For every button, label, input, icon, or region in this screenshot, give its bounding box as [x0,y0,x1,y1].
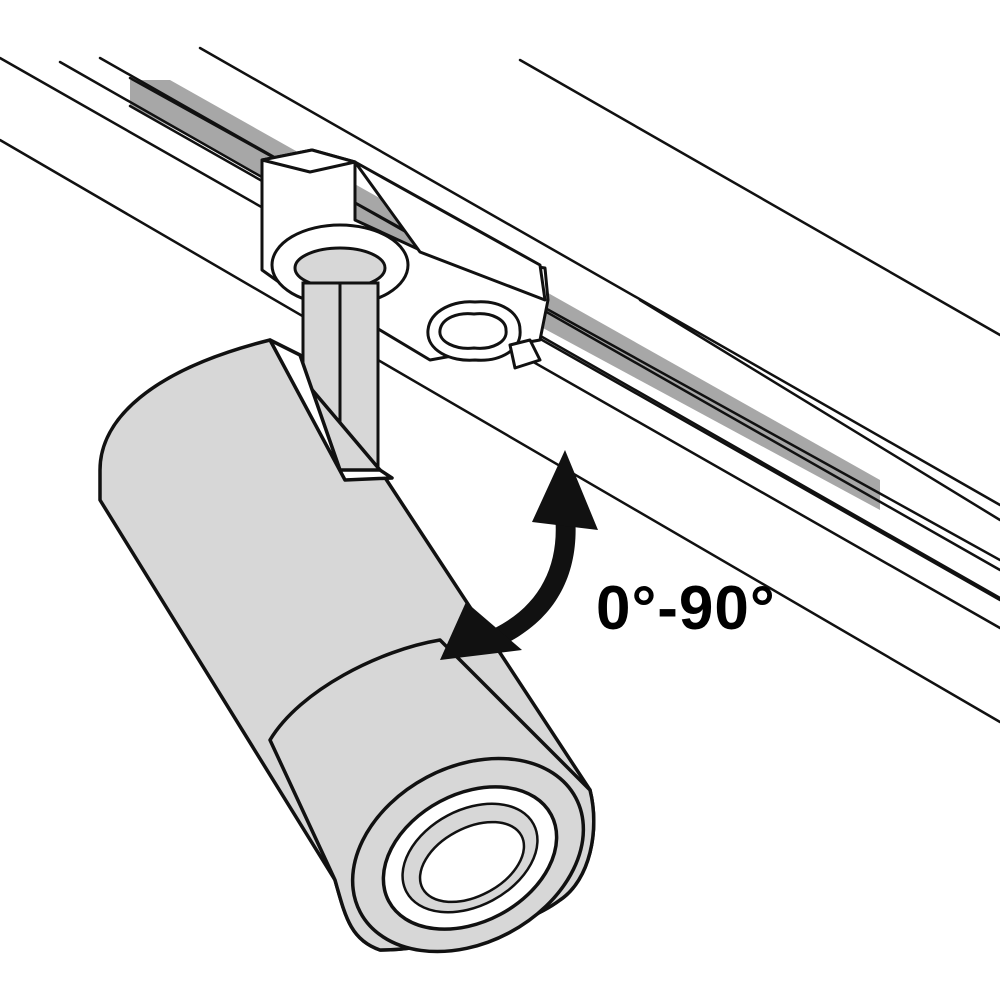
lens-glass [418,820,526,904]
arrow-shaft [495,515,576,645]
spotlight-body [98,338,596,954]
rail-edge [518,58,1000,337]
rail-edge [0,138,1000,724]
arrow-head-up [532,450,598,530]
tilt-angle-label: 0°-90° [596,574,776,643]
knob-inner [438,312,508,350]
rail-edge [638,298,1000,522]
adapter-side [353,160,547,302]
rail-edge [198,46,1000,507]
track-rail [0,46,1000,724]
stem-slot [268,338,394,482]
double-headed-curved-arrow-icon [440,450,598,660]
track-adapter [260,148,550,370]
arrow-head-left [440,602,522,660]
knob-tab [508,338,542,370]
